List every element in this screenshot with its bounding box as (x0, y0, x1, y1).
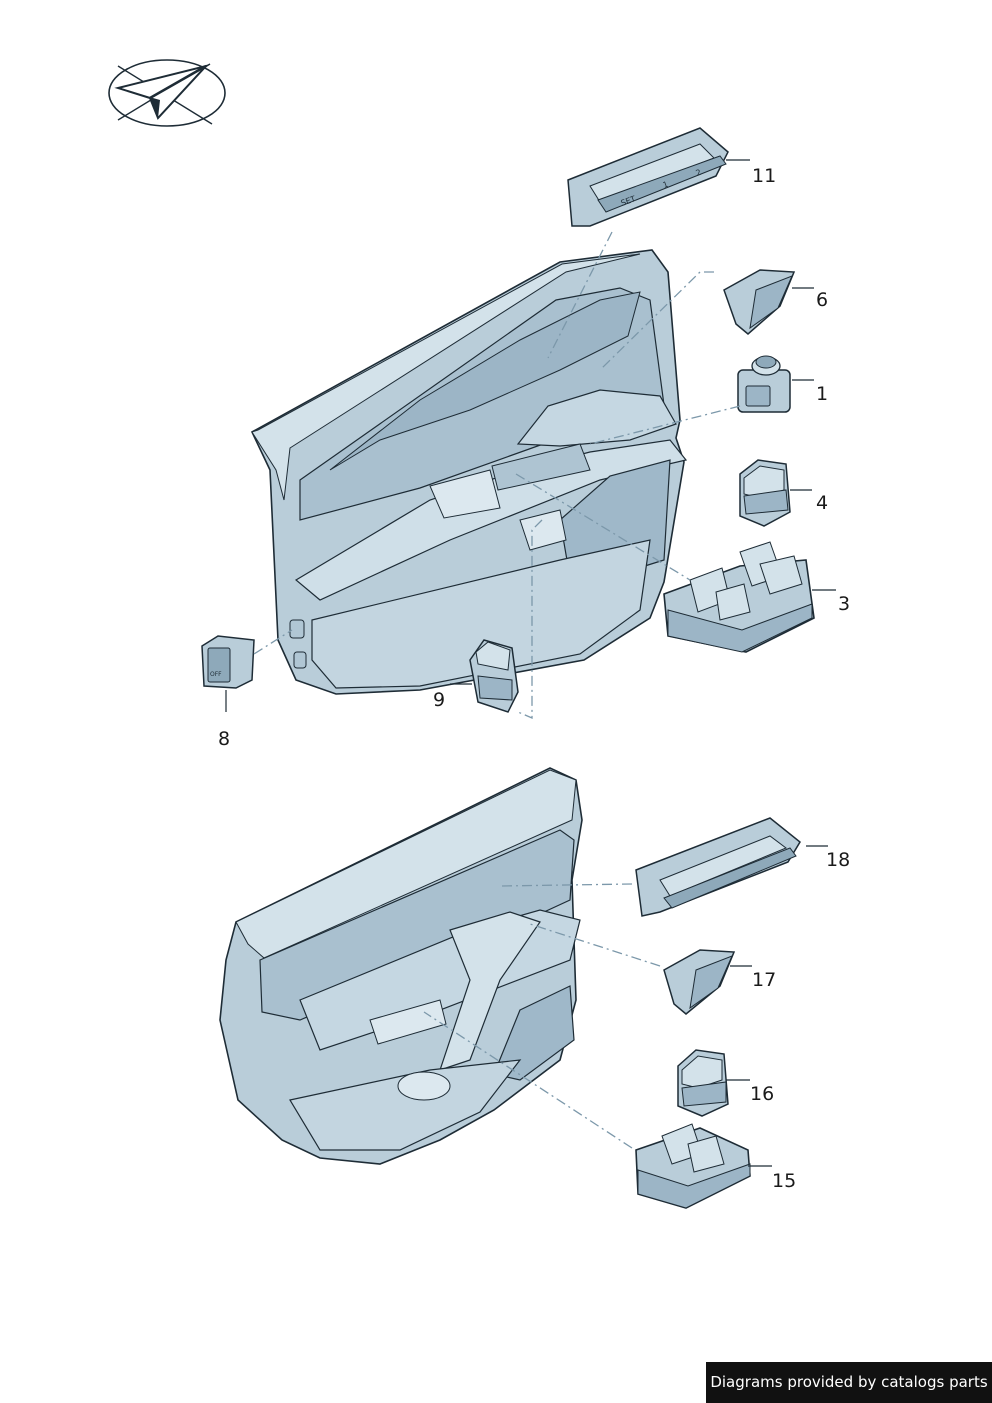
callout-3: 3 (838, 593, 850, 615)
switch-8-off-label: OFF (210, 671, 222, 678)
rear-door-trim-panel (219, 767, 583, 1165)
credit-banner: Diagrams provided by catalogs parts (706, 1362, 992, 1403)
callout-16: 16 (750, 1083, 774, 1105)
part-9-window-switch-double (469, 639, 519, 713)
leader-lines (225, 159, 836, 1167)
callout-6: 6 (816, 289, 828, 311)
callout-8: 8 (218, 728, 230, 750)
memory-1-label: 1 (662, 180, 670, 190)
reference-lines (253, 231, 741, 1149)
part-3-window-switch-module (663, 541, 815, 653)
callout-18: 18 (826, 849, 850, 871)
callout-labels: 11 6 1 4 3 8 9 18 17 16 15 (218, 165, 850, 1192)
part-16-window-switch-single (677, 1049, 729, 1117)
part-8-switch-button: OFF (201, 635, 255, 689)
callout-15: 15 (772, 1170, 796, 1192)
part-15-window-switch-module (635, 1123, 751, 1209)
callout-1: 1 (816, 383, 828, 405)
memory-2-label: 2 (695, 168, 703, 178)
part-18-memory-switch-strip (635, 817, 801, 917)
part-17-seat-memory-switch (663, 949, 736, 1015)
callout-4: 4 (816, 492, 828, 514)
part-6-seat-memory-switch (723, 269, 796, 335)
callout-17: 17 (752, 969, 776, 991)
front-door-trim-panel (250, 249, 688, 695)
part-4-window-switch-single (739, 459, 791, 527)
paper-plane-check-logo-icon (108, 59, 226, 127)
part-11-memory-switch-strip: SET 1 2 (567, 127, 729, 227)
callout-11: 11 (752, 165, 776, 187)
callout-9: 9 (433, 689, 445, 711)
part-1-mirror-adjust-switch (737, 355, 791, 413)
